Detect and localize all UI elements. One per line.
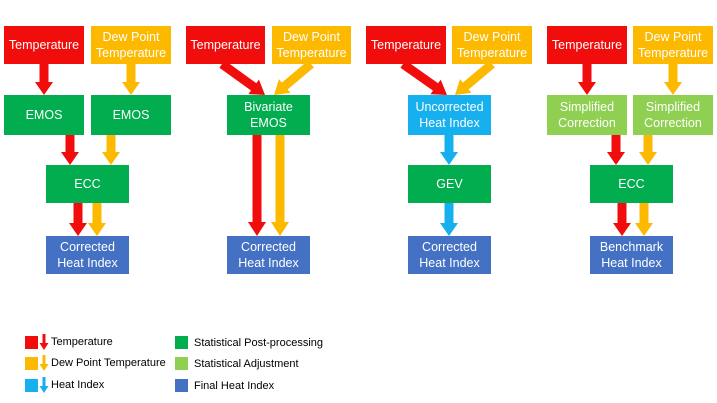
- adjustment-swatch: [175, 357, 188, 370]
- wf1-emos-temperature-box: EMOS: [4, 95, 84, 135]
- legend-temperature: Temperature: [25, 334, 113, 350]
- wf4-simplified-correction-temperature-box: Simplified Correction: [547, 95, 627, 135]
- dewpoint-swatch: [25, 356, 38, 370]
- wf1-dewpoint-to-emos-arrow: [122, 64, 140, 95]
- legend-final-heat-index-label: Final Heat Index: [194, 379, 275, 392]
- heat-index-swatch: [25, 378, 38, 392]
- wf3-uncorrected-heat-index-box: Uncorrected Heat Index: [408, 95, 491, 135]
- wf3-heat-index-to-gev-arrow: [440, 135, 458, 165]
- wf4-output-box: Benchmark Heat Index: [590, 236, 673, 274]
- wf2-dewpoint-to-bivariate-arrow: [274, 60, 314, 95]
- legend-temperature-label: Temperature: [51, 336, 113, 348]
- wf2-output-box: Corrected Heat Index: [227, 236, 310, 274]
- wf2-dewpoint-box: Dew Point Temperature: [272, 26, 351, 64]
- wf2-temperature-to-bivariate-arrow: [219, 60, 265, 95]
- wf4-correction-dewpoint-to-ecc-arrow: [639, 135, 657, 165]
- wf2-temperature-box: Temperature: [186, 26, 265, 64]
- post-processing-swatch: [175, 336, 188, 349]
- wf4-ecc-temperature-to-output-arrow: [613, 203, 631, 236]
- wf4-ecc-dewpoint-to-output-arrow: [635, 203, 653, 236]
- wf1-temperature-box: Temperature: [4, 26, 84, 64]
- legend-dewpoint: Dew Point Temperature: [25, 355, 166, 371]
- wf3-gev-box: GEV: [408, 165, 491, 203]
- legend-statistical-post-processing: Statistical Post-processing: [175, 336, 323, 349]
- wf3-temperature-box: Temperature: [366, 26, 446, 64]
- wf4-correction-temperature-to-ecc-arrow: [607, 135, 625, 165]
- legend-heat-index-label: Heat Index: [51, 379, 105, 391]
- legend-post-processing-label: Statistical Post-processing: [194, 336, 323, 349]
- wf1-emos-dewpoint-to-ecc-arrow: [102, 135, 120, 165]
- wf3-output-box: Corrected Heat Index: [408, 236, 491, 274]
- legend-statistical-adjustment: Statistical Adjustment: [175, 357, 299, 370]
- wf4-temperature-to-correction-arrow: [578, 64, 596, 95]
- legend-dewpoint-label: Dew Point Temperature: [51, 357, 166, 369]
- final-heat-index-swatch: [175, 379, 188, 392]
- wf1-ecc-box: ECC: [46, 165, 129, 203]
- wf4-dewpoint-box: Dew Point Temperature: [633, 26, 713, 64]
- wf4-simplified-correction-dewpoint-box: Simplified Correction: [633, 95, 713, 135]
- temperature-swatch: [25, 335, 38, 349]
- legend-heat-index: Heat Index: [25, 377, 104, 393]
- wf1-dewpoint-box: Dew Point Temperature: [91, 26, 171, 64]
- wf1-ecc-temperature-to-output-arrow: [69, 203, 87, 236]
- wf4-ecc-box: ECC: [590, 165, 673, 203]
- legend-final-heat-index: Final Heat Index: [175, 379, 274, 392]
- wf3-temperature-to-heat-index-arrow: [400, 60, 447, 95]
- wf1-temperature-to-emos-arrow: [35, 64, 53, 95]
- wf1-ecc-dewpoint-to-output-arrow: [88, 203, 106, 236]
- heat-index-arrow-icon: [39, 377, 49, 393]
- legend-adjustment-label: Statistical Adjustment: [194, 357, 299, 370]
- wf1-emos-dewpoint-box: EMOS: [91, 95, 171, 135]
- dewpoint-arrow-icon: [39, 355, 49, 371]
- temperature-arrow-icon: [39, 334, 49, 350]
- wf1-emos-temperature-to-ecc-arrow: [61, 135, 79, 165]
- wf3-gev-to-output-arrow: [440, 203, 458, 236]
- wf2-temperature-to-output-arrow: [248, 135, 266, 236]
- wf1-output-box: Corrected Heat Index: [46, 236, 129, 274]
- wf3-dewpoint-to-heat-index-arrow: [455, 60, 495, 95]
- wf2-dewpoint-to-output-arrow: [271, 135, 289, 236]
- wf4-temperature-box: Temperature: [547, 26, 627, 64]
- wf3-dewpoint-box: Dew Point Temperature: [452, 26, 532, 64]
- wf4-dewpoint-to-correction-arrow: [664, 64, 682, 95]
- wf2-bivariate-emos-box: Bivariate EMOS: [227, 95, 310, 135]
